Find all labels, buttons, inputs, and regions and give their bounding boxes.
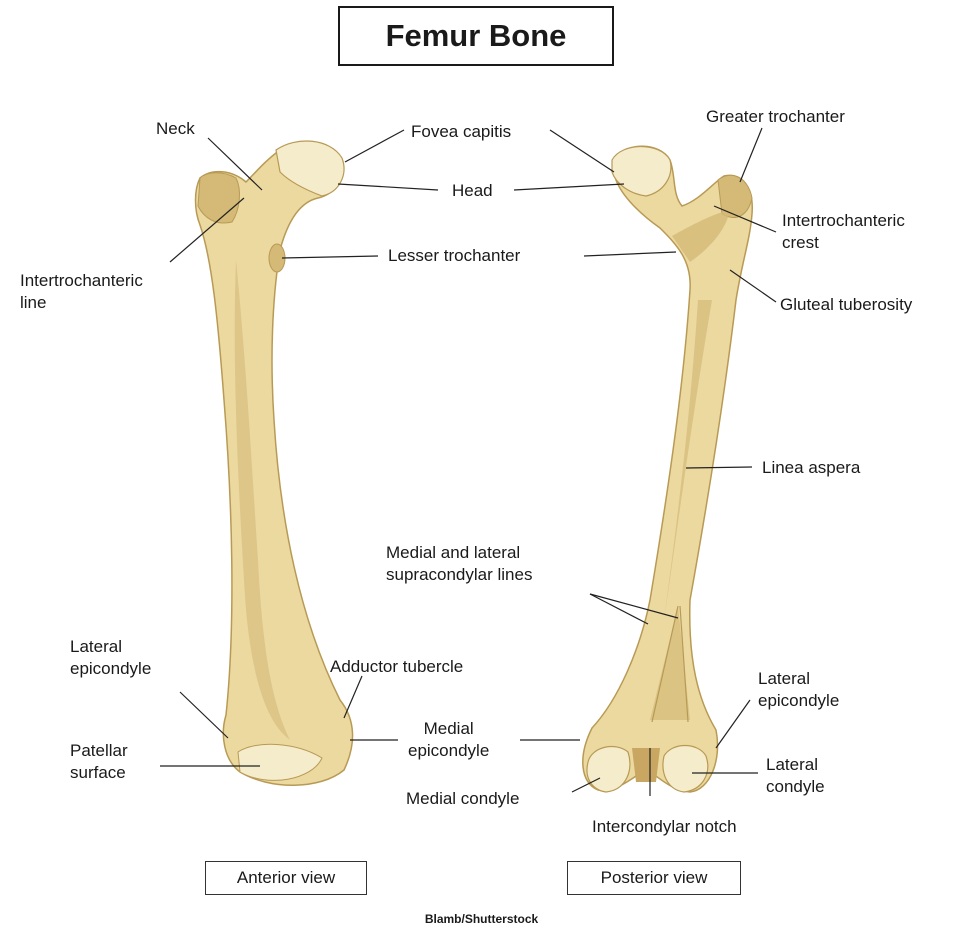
posterior-greater-trochanter: [718, 175, 752, 217]
image-credit: Blamb/Shutterstock: [0, 912, 963, 926]
anterior-view-caption: Anterior view: [205, 861, 367, 895]
leader-lesser-trochanter-anterior: [282, 256, 378, 258]
posterior-view-caption: Posterior view: [567, 861, 741, 895]
label-gluteal-tuberosity: Gluteal tuberosity: [780, 294, 912, 316]
posterior-medial-condyle: [587, 747, 630, 792]
leader-fovea-capitis-posterior: [550, 130, 614, 172]
intercondylar-notch-shape: [632, 748, 660, 782]
label-lateral-epicondyle-anterior: Lateral epicondyle: [70, 636, 151, 680]
leader-supracondylar-medial: [590, 594, 648, 624]
label-medial-epicondyle: Medial epicondyle: [408, 718, 489, 762]
anterior-femur: [196, 141, 353, 785]
label-lesser-trochanter: Lesser trochanter: [388, 245, 520, 267]
leader-lesser-trochanter-posterior: [584, 252, 676, 256]
label-greater-trochanter: Greater trochanter: [706, 106, 845, 128]
leader-head-posterior: [514, 184, 624, 190]
label-adductor-tubercle: Adductor tubercle: [330, 656, 463, 678]
label-patellar-surface: Patellar surface: [70, 740, 128, 784]
label-intercondylar-notch: Intercondylar notch: [592, 816, 737, 838]
leader-greater-trochanter: [740, 128, 762, 182]
label-intertrochanteric-line: Intertrochanteric line: [20, 270, 143, 314]
leader-lateral-epicondyle-anterior: [180, 692, 228, 738]
anterior-femur-body: [196, 142, 353, 786]
label-medial-condyle: Medial condyle: [406, 788, 519, 810]
leader-fovea-capitis-anterior: [345, 130, 404, 162]
leader-head-anterior: [338, 184, 438, 190]
label-lateral-epicondyle-posterior: Lateral epicondyle: [758, 668, 839, 712]
label-fovea-capitis: Fovea capitis: [411, 121, 511, 143]
label-intertrochanteric-crest: Intertrochanteric crest: [782, 210, 905, 254]
leader-adductor-tubercle: [344, 676, 362, 718]
label-neck: Neck: [156, 118, 195, 140]
label-lateral-condyle: Lateral condyle: [766, 754, 825, 798]
label-linea-aspera: Linea aspera: [762, 457, 860, 479]
leader-lateral-epicondyle-posterior: [716, 700, 750, 748]
label-supracondylar-lines: Medial and lateral supracondylar lines: [386, 542, 532, 586]
anterior-greater-trochanter: [198, 173, 239, 223]
posterior-femur: [583, 146, 752, 792]
label-head: Head: [452, 180, 493, 202]
